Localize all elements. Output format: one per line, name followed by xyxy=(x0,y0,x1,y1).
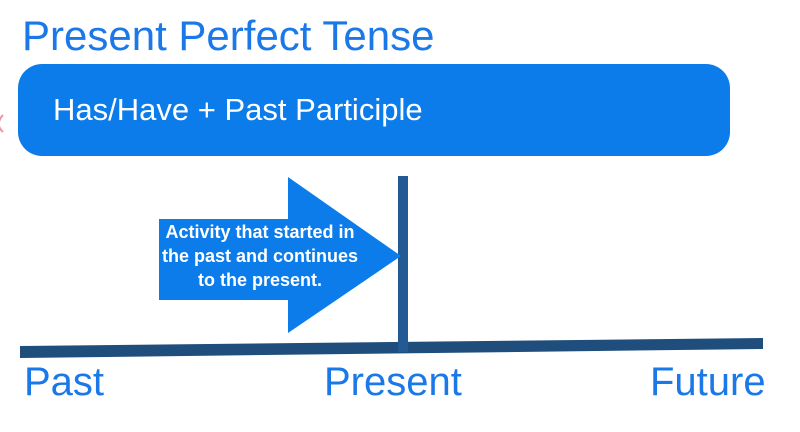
present-marker-line xyxy=(398,176,408,352)
arrow-shape xyxy=(159,177,401,333)
formula-box: Has/Have + Past Participle xyxy=(18,64,730,156)
timeline-label-past: Past xyxy=(24,360,105,404)
timeline-label-future: Future xyxy=(650,360,766,404)
formula-text: Has/Have + Past Participle xyxy=(53,92,423,127)
timeline-label-present: Present xyxy=(324,360,462,404)
arrow-label: Activity that started in the past and co… xyxy=(161,222,359,290)
stray-red-mark xyxy=(0,114,4,133)
timeline-bar xyxy=(20,338,763,358)
page-title: Present Perfect Tense xyxy=(22,12,435,59)
